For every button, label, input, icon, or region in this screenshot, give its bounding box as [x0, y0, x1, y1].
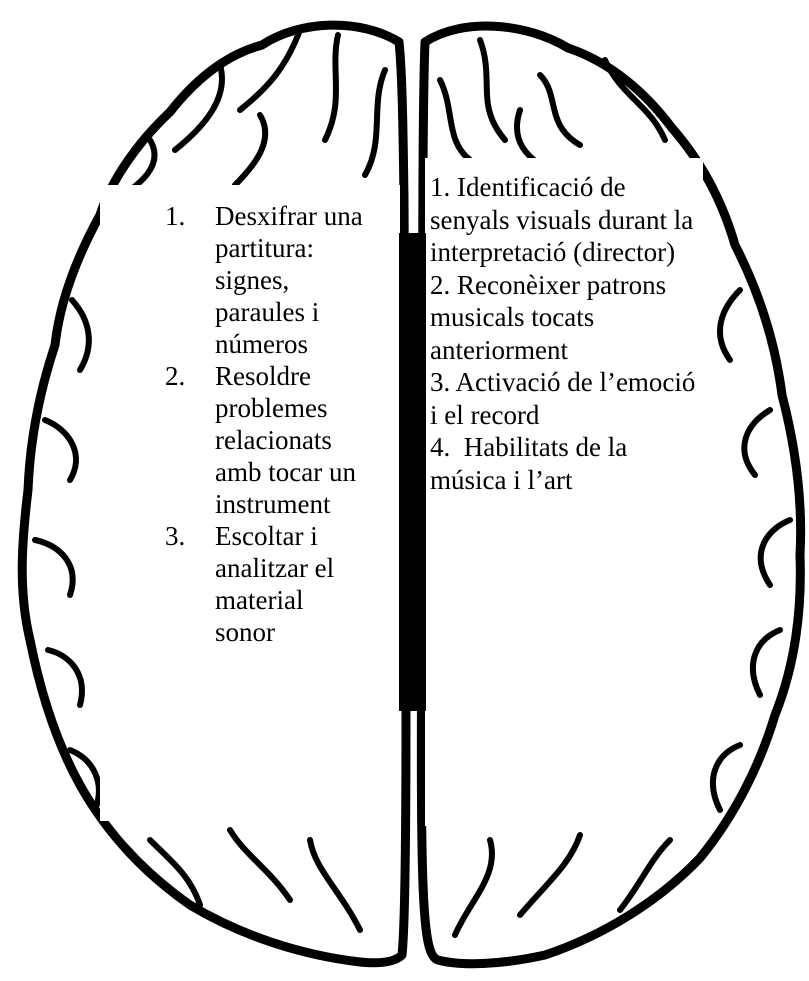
item-number: 2.: [165, 360, 185, 392]
item-text: Identificació de senyals visuals durant …: [430, 172, 693, 267]
list-item: 3. Activació de l’emoció i el record: [430, 366, 702, 431]
right-hemisphere-panel: 1. Identificació de senyals visuals dura…: [425, 158, 703, 826]
item-number: 3.: [430, 367, 450, 397]
item-text: Escoltar i analitzar el material sonor: [215, 520, 365, 648]
item-number: 2.: [430, 270, 450, 300]
item-text: Habilitats de la música i l’art: [430, 432, 627, 495]
item-text: Activació de l’emoció i el record: [430, 367, 695, 430]
item-number: 3.: [165, 520, 185, 552]
list-item: 2. Resoldre problemes relacionats amb to…: [165, 360, 395, 520]
list-item: 3. Escoltar i analitzar el material sono…: [165, 520, 395, 648]
left-hemisphere-panel: 1. Desxifrar una partitura: signes, para…: [100, 185, 400, 821]
list-item: 2. Reconèixer patrons musicals tocats an…: [430, 269, 702, 367]
item-text: Desxifrar una partitura: signes, paraule…: [215, 200, 365, 360]
item-number: 1.: [165, 200, 185, 232]
right-hemisphere-list: 1. Identificació de senyals visuals dura…: [430, 171, 702, 496]
item-number: 1.: [430, 172, 450, 202]
list-item: 1. Desxifrar una partitura: signes, para…: [165, 200, 395, 360]
item-text: Resoldre problemes relacionats amb tocar…: [215, 360, 365, 520]
item-text: Reconèixer patrons musicals tocats anter…: [430, 270, 666, 365]
list-item: 4. Habilitats de la música i l’art: [430, 431, 702, 496]
left-hemisphere-list: 1. Desxifrar una partitura: signes, para…: [165, 200, 395, 648]
list-item: 1. Identificació de senyals visuals dura…: [430, 171, 702, 269]
hemisphere-divider-bar: [399, 233, 426, 711]
item-number: 4.: [430, 432, 450, 462]
